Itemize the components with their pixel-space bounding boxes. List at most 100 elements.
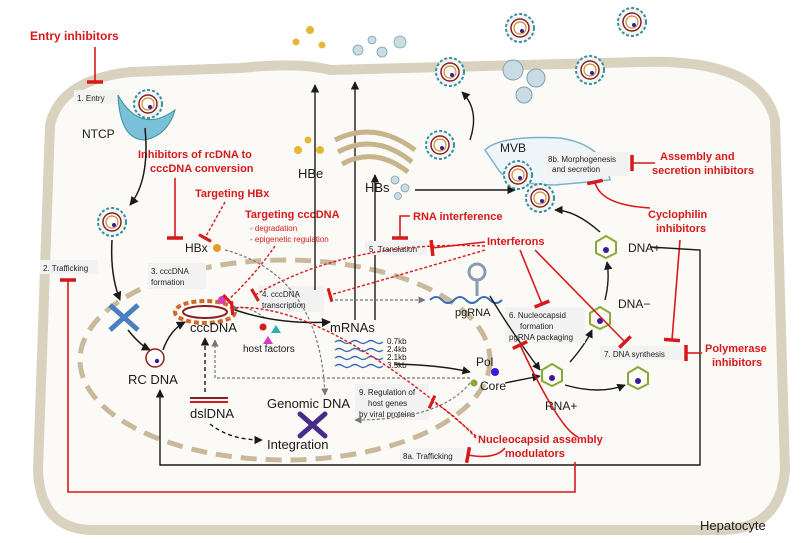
mvb-to-release-arrow	[461, 91, 475, 141]
trafficking-virion	[97, 207, 127, 237]
step-ccc-formation-label-1: 3. cccDNA	[151, 267, 189, 276]
nucleus	[77, 257, 493, 463]
nucleocapsid-to-trafficking-line	[464, 446, 506, 464]
hbx-inhibit-line	[198, 201, 226, 243]
hbx-label: HBx	[185, 241, 208, 255]
hepatocyte-label: Hepatocyte	[700, 518, 766, 533]
step-entry-label: 1. Entry	[77, 94, 105, 103]
ifn-to-nucleocapsid-line	[519, 249, 551, 309]
hbx-protein-icon	[213, 244, 221, 252]
cccdna-label: cccDNA	[190, 320, 237, 335]
pgrna-to-capsid-arrow	[489, 295, 541, 371]
integration-label: Integration	[267, 437, 328, 452]
pore-to-rcdna-arrow	[127, 329, 151, 351]
nuclear-pore	[108, 303, 140, 332]
transcript-2-1kb: 2.1kb	[387, 353, 407, 362]
rc-dna-icon	[145, 348, 165, 368]
genomic-dna-label: Genomic DNA	[267, 396, 350, 411]
pgrna-strand	[429, 296, 503, 304]
mrnas-label: mRNAs	[330, 320, 375, 335]
ifn-to-synthesis-line	[534, 249, 632, 349]
released-virion-4	[617, 7, 647, 37]
rnai-inhibit-line	[392, 215, 410, 240]
dsldna-to-integration-arrow	[209, 423, 263, 445]
dna-minus-label: DNA−	[618, 297, 650, 311]
dnaminus-to-dnaplus-arrow	[604, 261, 613, 301]
pol-label: Pol	[476, 355, 493, 369]
step-transcription-label-2: transcription	[262, 301, 306, 310]
polymerase-inhibitors-label-1: Polymerase	[705, 343, 767, 355]
host-factor-teal-icon	[271, 325, 281, 333]
polymerase-inhibitors-label-2: inhibitors	[712, 357, 762, 369]
nucleocapsid-to-ccc-line	[229, 300, 477, 437]
regulation-to-genomic-arrow	[354, 382, 471, 424]
hbx-targeting-label: Targeting HBx	[195, 188, 270, 200]
core-protein-icon	[470, 379, 478, 387]
entry-inhibitors-label: Entry inhibitors	[30, 29, 119, 43]
step-regulation-label-2: host genes	[368, 399, 407, 408]
step-trafficking-8a-box	[400, 448, 464, 462]
mrna-to-pol-arrow	[394, 363, 471, 375]
cccdna-targeting-label: Targeting cccDNA	[245, 209, 340, 221]
capsid-mature	[627, 366, 649, 390]
core-loop-arrow	[211, 339, 470, 379]
traffic-to-pore-arrow	[110, 239, 122, 301]
budding-virion	[525, 183, 555, 213]
step-ccc-formation-label-2: formation	[151, 278, 184, 287]
capsid-dna-plus	[595, 235, 617, 259]
step-translation-box	[365, 241, 427, 255]
step-transcription-label-1: 4. cccDNA	[262, 290, 300, 299]
hbe-particles	[292, 26, 326, 154]
assembly-inhibitors-label-2: secretion inhibitors	[652, 165, 754, 177]
step-dna-synthesis-label: 7. DNA synthesis	[604, 350, 665, 359]
chromosome-icon	[297, 411, 328, 439]
step-nucleocapsid-label-3: pgRNA packaging	[509, 333, 573, 342]
step-transcription-box	[258, 286, 324, 312]
hbs-particles	[390, 175, 410, 200]
nucleocapsid-to-capsid-line	[512, 340, 579, 438]
step-entry-box	[74, 90, 120, 104]
entry-to-traffic-arrow	[129, 127, 147, 206]
nucleocapsid-modulators-label-2: modulators	[505, 448, 565, 460]
step-nucleocapsid-label-2: formation	[520, 322, 553, 331]
cccdna-targeting-sub2: - epigenetic regulation	[250, 235, 329, 244]
transcription-arrow	[234, 309, 331, 327]
mvb-virion	[503, 160, 533, 190]
nucleocapsid-to-trafficking2-line	[60, 278, 576, 493]
entering-virion	[133, 89, 163, 119]
cyclophilin-label-1: Cyclophilin	[648, 209, 708, 221]
dnaplus-recycling-arrow	[155, 246, 701, 466]
host-factor-pink-icon	[263, 336, 273, 344]
step-regulation-label-3: by viral proteins	[359, 410, 415, 419]
step-trafficking-box	[40, 260, 98, 274]
rcdna-to-cccdna-arrow	[162, 321, 186, 351]
transcript-3-5kb: 3.5kb	[387, 361, 407, 370]
rnaplus-to-dnaminus-arrow	[569, 329, 593, 363]
step-regulation-label-1: 9. Regulation of	[359, 388, 416, 397]
pgrna-label: pgRNA	[455, 307, 491, 319]
assembly-inhibitors-label-1: Assembly and	[660, 151, 735, 163]
step-dna-synthesis-box	[600, 346, 682, 360]
ifn-to-host-line	[250, 244, 486, 302]
interferons-label: Interferons	[487, 236, 544, 248]
mvb-label: MVB	[500, 141, 526, 155]
hbe-label: HBe	[298, 166, 323, 181]
step-nucleocapsid-box	[505, 307, 585, 343]
step-morphogenesis-label-1: 8b. Morphogenesis	[548, 155, 616, 164]
released-virion-2	[505, 13, 535, 43]
transcript-0-7kb: 0.7kb	[387, 337, 407, 346]
step-trafficking-label: 2. Trafficking	[43, 264, 88, 273]
host-factors-label: host factors	[243, 344, 295, 355]
rc-dna-label: RC DNA	[128, 372, 178, 387]
nucleocapsid-modulators-label-1: Nucleocapsid assembly	[478, 434, 604, 446]
ntcp-receptor	[117, 94, 176, 141]
ntcp-label: NTCP	[82, 127, 115, 141]
dna-plus-label: DNA+	[628, 241, 660, 255]
transcript-2-4kb: 2.4kb	[387, 345, 407, 354]
cyclophilin-label-2: inhibitors	[656, 223, 706, 235]
core-label: Core	[480, 379, 506, 393]
step-trafficking-8a-label: 8a. Trafficking	[403, 452, 453, 461]
core-to-capsid-arrow	[504, 373, 541, 384]
rnaplus-to-mature-arrow	[564, 383, 626, 392]
rcdna-inhibitors-label-1: Inhibitors of rcDNA to	[138, 149, 252, 161]
